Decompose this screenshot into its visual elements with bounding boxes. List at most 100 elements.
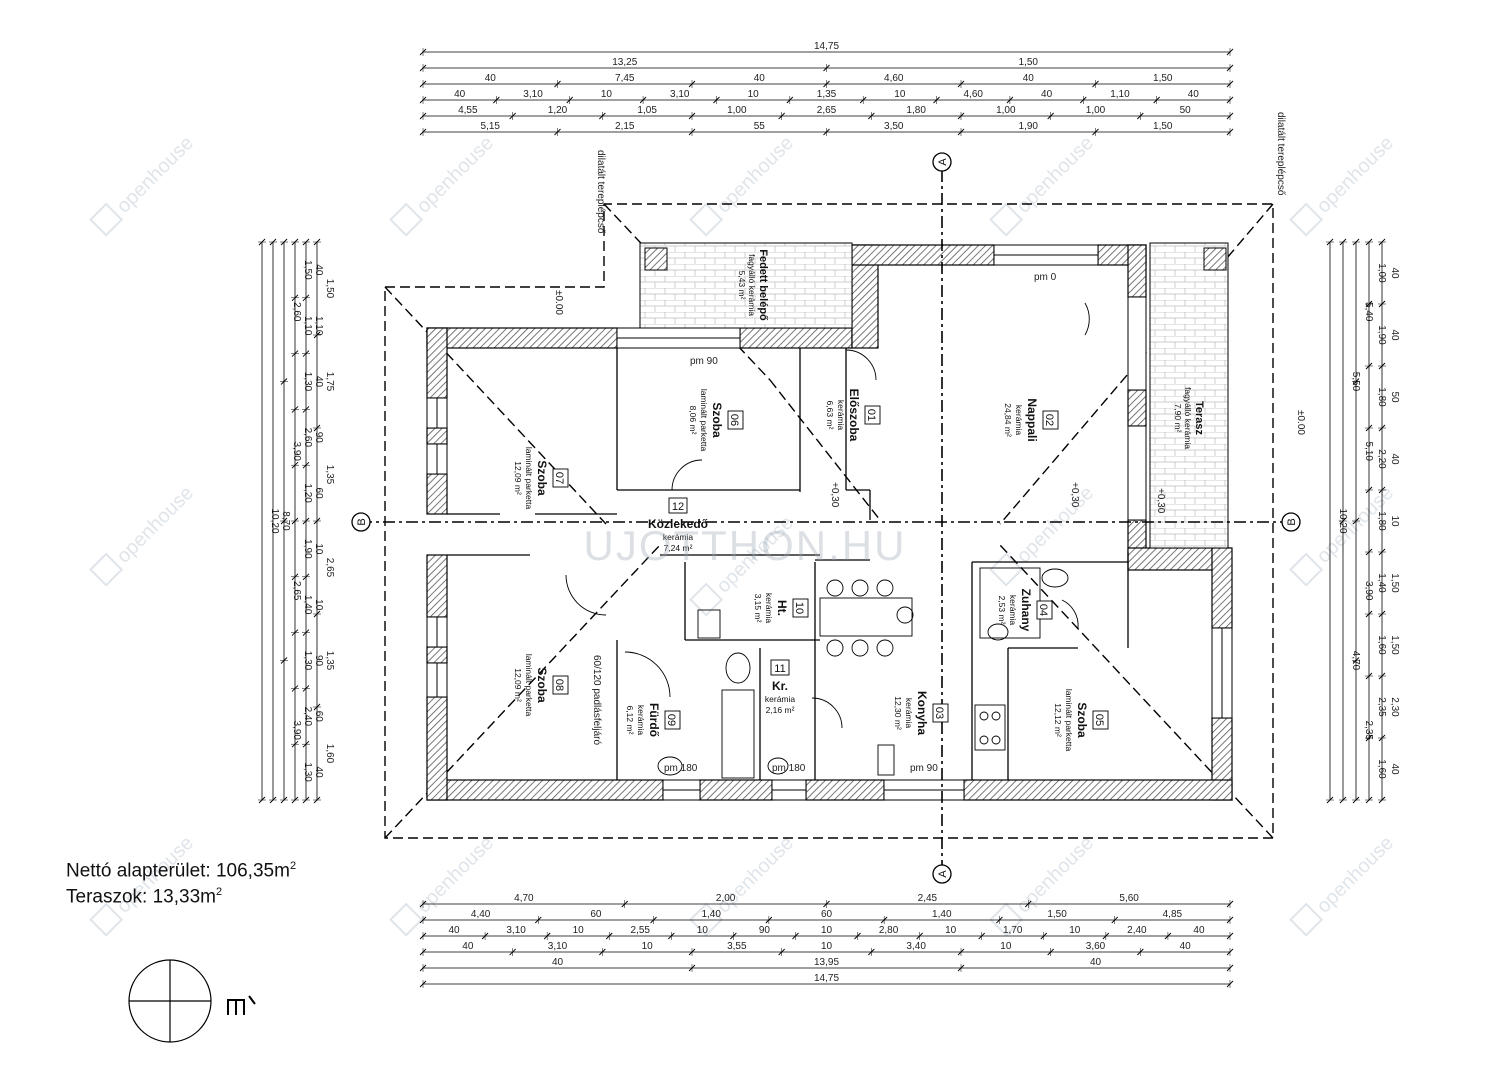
- dim-value: 4,60: [884, 73, 904, 84]
- stair-note-left: dilatált tereplépcső: [595, 150, 606, 234]
- dim-value: 1,20: [302, 483, 313, 503]
- dim-value: 4,55: [458, 105, 478, 116]
- dim-value: 40: [448, 925, 460, 936]
- dim-value: 3,10: [548, 941, 568, 952]
- dim-value: 3,90: [1363, 581, 1374, 601]
- room-number-box: [1042, 410, 1059, 430]
- dim-value: 2,80: [879, 925, 899, 936]
- dim-value: 40: [454, 89, 466, 100]
- dim-value: 1,35: [324, 465, 335, 485]
- room-name: Szoba: [535, 667, 549, 703]
- room-floor: kerámia: [1008, 595, 1018, 626]
- dim-value: 4,85: [1163, 909, 1183, 920]
- dim-value: 10: [821, 941, 833, 952]
- room-floor: kerámia: [764, 593, 774, 624]
- dim-value: 4,60: [963, 89, 983, 100]
- dim-value: 40: [1193, 925, 1205, 936]
- dim-value: 2,60: [302, 428, 313, 448]
- room-name: Kr.: [772, 679, 788, 693]
- watermark-text: openhouse: [413, 132, 499, 218]
- dim-value: 40: [485, 73, 497, 84]
- dim-value: 1,30: [302, 762, 313, 782]
- dim-value: 1,35: [817, 89, 837, 100]
- dim-value: 1,40: [932, 909, 952, 920]
- room-number-box: [864, 405, 881, 425]
- watermark-logo: openhouse: [989, 482, 1098, 587]
- dim-value: 2,40: [302, 707, 313, 727]
- watermark-logo: openhouse: [389, 832, 499, 937]
- dim-value: 1,50: [1153, 73, 1173, 84]
- room-floor: laminált parketta: [524, 654, 534, 717]
- room-number-box: [932, 703, 949, 723]
- dim-value: 50: [1389, 391, 1400, 403]
- net-area-unit-sup: 2: [289, 860, 297, 872]
- dim-value: 2,35: [1363, 721, 1374, 741]
- room-number-box: [792, 598, 809, 618]
- dim-value: 3,50: [884, 121, 904, 132]
- terrace-label: Terasz fagyálló kerámia 7,90 m²: [1173, 387, 1205, 449]
- dim-value: 10: [697, 925, 709, 936]
- dim-value: 2,65: [817, 105, 837, 116]
- dim-value: 5,60: [1119, 893, 1139, 904]
- dim-value: 60: [313, 711, 324, 723]
- dim-value: 40: [1090, 957, 1102, 968]
- dim-value: 1,10: [302, 316, 313, 336]
- dim-value: 1,00: [996, 105, 1016, 116]
- room-floor: kerámia: [904, 698, 914, 729]
- room-number: 12: [672, 501, 684, 513]
- room-number-box: [664, 710, 681, 730]
- porch-terrace-tiles: [639, 242, 1229, 549]
- room-number: 07: [553, 472, 565, 484]
- dim-value: 1,20: [548, 105, 568, 116]
- watermark-logo: openhouse: [989, 832, 1099, 937]
- dim-value: 40: [754, 73, 766, 84]
- axis-a-bottom: A: [937, 870, 949, 878]
- level-living: +0,30: [1069, 482, 1080, 508]
- room-number: 06: [728, 414, 740, 426]
- dim-value: 3,40: [906, 941, 926, 952]
- watermark-house-icon: [389, 202, 424, 237]
- dim-value: 10: [1000, 941, 1012, 952]
- dim-value: 2,20: [1376, 449, 1387, 469]
- room-area: 12,09 m²: [513, 461, 523, 495]
- north-arrow-icon: [128, 959, 256, 1043]
- watermark-house-icon: [989, 202, 1024, 237]
- watermark-text: openhouse: [1013, 832, 1099, 918]
- watermark-house-icon: [689, 202, 724, 237]
- pm-wc: pm 180: [772, 763, 806, 774]
- dim-value: 40: [1023, 73, 1035, 84]
- dim-value: 40: [1188, 89, 1200, 100]
- room-area: 2,16 m²: [766, 705, 795, 715]
- room-area: 24,84 m²: [1003, 403, 1013, 437]
- level-left: ±0.00: [553, 290, 564, 315]
- watermark-text: openhouse: [413, 832, 499, 918]
- axis-b-left: B: [356, 518, 368, 525]
- dim-value: 1,70: [1003, 925, 1023, 936]
- dim-value: 2,65: [291, 581, 302, 601]
- watermark-house-icon: [689, 582, 724, 617]
- room-number-box: [668, 497, 688, 514]
- center-watermark: UJOTTHON.HU: [584, 522, 907, 569]
- watermark-house-icon: [1289, 202, 1324, 237]
- watermark-logo: openhouse: [989, 132, 1098, 237]
- room-name: Szoba: [1075, 702, 1089, 738]
- pm-kitchen: pm 90: [910, 763, 938, 774]
- terrace-area: 7,90 m²: [1173, 404, 1183, 433]
- dim-value: 10,20: [269, 508, 280, 533]
- dim-value: 60: [821, 909, 833, 920]
- room-number: 09: [665, 714, 677, 726]
- room-number-box: [552, 468, 569, 488]
- dim-value: 2,15: [615, 121, 635, 132]
- dim-value: 1,40: [701, 909, 721, 920]
- dimension-chains-right: 10,205,504,705,405,103,902,351,001,901,8…: [1326, 238, 1400, 804]
- dim-value: 10: [1069, 925, 1081, 936]
- watermark-house-icon: [1289, 552, 1324, 587]
- dim-value: 14,75: [814, 41, 839, 52]
- terrace-value: 13,33m: [152, 886, 216, 908]
- dim-value: 10: [1389, 515, 1400, 527]
- axis-a-top: A: [937, 158, 949, 166]
- dim-value: 1,00: [727, 105, 747, 116]
